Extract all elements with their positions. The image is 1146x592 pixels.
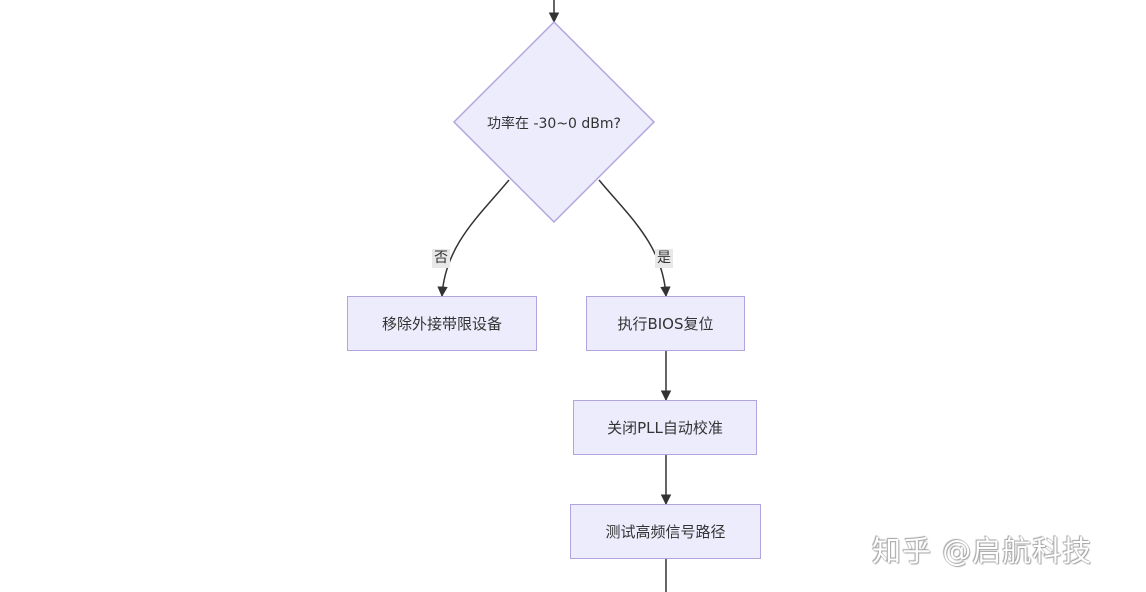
node-bios-reset: 执行BIOS复位	[586, 296, 745, 351]
edge-yes	[598, 179, 671, 298]
node-test-path: 测试高频信号路径	[570, 504, 761, 559]
decision-diamond	[452, 20, 656, 224]
node-remove-device: 移除外接带限设备	[347, 296, 537, 351]
decision-label: 功率在 -30~0 dBm?	[487, 116, 621, 132]
edge-yes-label: 是	[655, 249, 673, 268]
watermark: 知乎 @启航科技	[872, 534, 1093, 568]
node-disable-pll: 关闭PLL自动校准	[573, 400, 757, 455]
edge-no-label: 否	[432, 249, 450, 268]
edge-no	[437, 179, 510, 298]
